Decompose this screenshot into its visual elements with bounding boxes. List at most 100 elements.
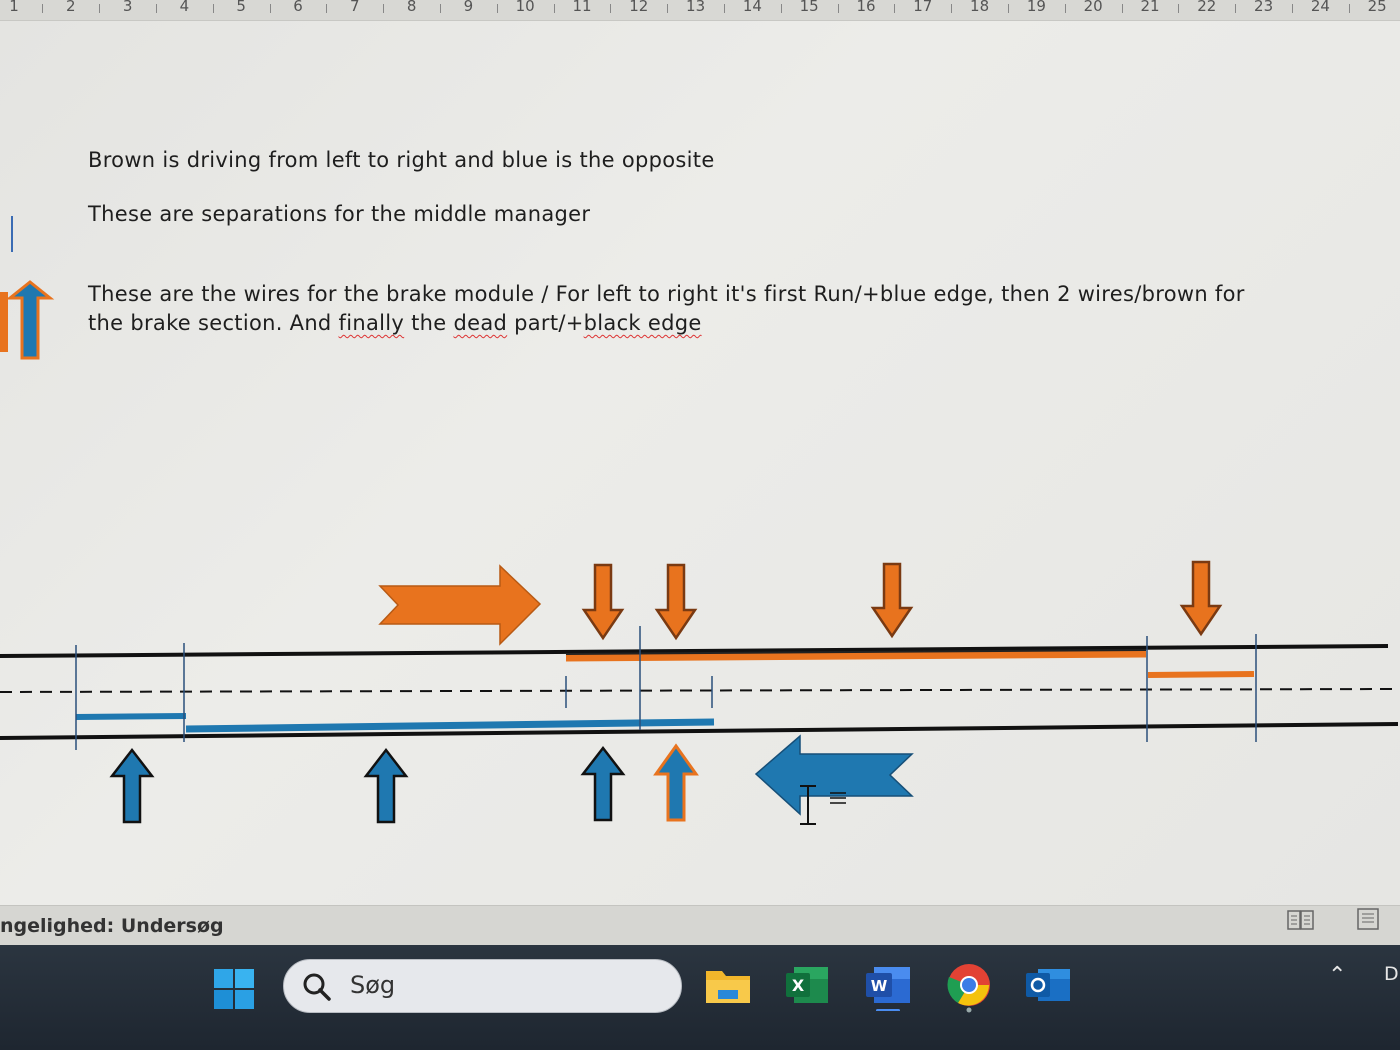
ruler-number: 4 xyxy=(179,0,190,15)
arrow-down-icon xyxy=(581,563,625,641)
ruler-number: 21 xyxy=(1140,0,1160,15)
svg-text:W: W xyxy=(871,977,888,995)
ruler-number: 14 xyxy=(742,0,762,15)
ruler-number: 15 xyxy=(799,0,819,15)
chrome-icon[interactable] xyxy=(946,963,992,1013)
word-icon[interactable]: W xyxy=(864,963,912,1011)
blue-direction-arrow-left-icon[interactable] xyxy=(754,734,914,816)
ruler-number: 17 xyxy=(913,0,933,15)
blue-wire-long xyxy=(185,718,715,733)
ruler-number: 22 xyxy=(1197,0,1217,15)
ruler-number: 7 xyxy=(350,0,360,15)
brown-wire-edge xyxy=(565,649,1147,655)
ruler-tick xyxy=(610,4,612,13)
ruler-tick xyxy=(951,4,953,13)
arrow-down-icon xyxy=(1179,560,1223,637)
ruler-number: 3 xyxy=(122,0,133,15)
ruler-tick xyxy=(212,4,214,13)
ruler-tick xyxy=(440,4,441,13)
excel-icon[interactable]: X xyxy=(784,963,830,1007)
ruler-number: 8 xyxy=(406,0,417,15)
ruler-tick xyxy=(1008,4,1009,13)
windows-start-icon[interactable] xyxy=(212,967,256,1011)
brown-direction-arrow-right-icon[interactable] xyxy=(378,564,542,646)
ruler-tick xyxy=(780,4,782,13)
ruler-number: 25 xyxy=(1367,0,1387,15)
blue-wire-short xyxy=(75,713,187,720)
ruler-tick xyxy=(42,4,44,13)
ruler-tick xyxy=(1235,4,1237,13)
chevron-up-icon[interactable]: ⌃ xyxy=(1328,963,1347,988)
ruler-number: 1 xyxy=(9,0,19,15)
blue-up-arrows xyxy=(109,745,626,824)
change-marker-bar xyxy=(11,216,13,252)
brown-down-arrows xyxy=(581,560,1223,641)
brown-wire-short xyxy=(1147,671,1255,678)
ruler-tick xyxy=(1121,4,1123,13)
text-cursor-icon xyxy=(800,785,846,825)
ruler-tick xyxy=(894,4,896,13)
spellcheck-word[interactable]: finally xyxy=(338,311,405,335)
ruler-tick xyxy=(383,4,385,13)
ruler-number: 11 xyxy=(572,0,592,15)
spellcheck-word[interactable]: dead xyxy=(453,311,508,335)
text-run: the brake section. And xyxy=(88,311,339,335)
print-layout-icon[interactable] xyxy=(1354,906,1384,932)
ruler-number: 19 xyxy=(1026,0,1046,15)
paragraph-wires-line2: the brake section. And finally the dead … xyxy=(88,309,702,338)
paragraph-direction: Brown is driving from left to right and … xyxy=(88,148,715,172)
arrow-up-icon xyxy=(363,747,409,824)
spellcheck-word[interactable]: black edge xyxy=(583,311,702,335)
center-dashed-line xyxy=(0,688,1399,693)
arrow-down-icon xyxy=(870,562,914,639)
arrow-down-icon xyxy=(654,563,698,641)
taskbar: Søg X W ⌃ D xyxy=(0,945,1400,1050)
arrow-up-icon xyxy=(109,747,155,824)
ruler-number: 23 xyxy=(1254,0,1274,15)
ruler-number: 9 xyxy=(463,0,474,15)
ruler-number: 10 xyxy=(515,0,535,15)
read-mode-icon[interactable] xyxy=(1286,908,1316,932)
text-run: the xyxy=(404,311,454,335)
arrow-up-icon xyxy=(580,745,626,822)
ruler-tick xyxy=(1292,4,1293,13)
status-bar: ngelighed: Undersøg xyxy=(0,905,1400,946)
ruler-number: 13 xyxy=(686,0,706,15)
bottom-rail xyxy=(0,722,1399,740)
ruler-tick xyxy=(837,4,839,13)
ruler-number: 6 xyxy=(293,0,303,15)
ruler-number: 5 xyxy=(236,0,246,15)
tray-clock-text[interactable]: D xyxy=(1384,963,1399,985)
track-diagram[interactable] xyxy=(0,21,1400,905)
document-page[interactable]: Brown is driving from left to right and … xyxy=(0,21,1400,905)
text-run: part/+ xyxy=(507,311,584,335)
ruler-number: 2 xyxy=(66,0,76,15)
ruler-tick xyxy=(269,4,271,13)
top-rail xyxy=(0,644,1389,658)
ruler-tick xyxy=(1348,4,1350,13)
ruler-tick xyxy=(724,4,725,13)
ruler-tick xyxy=(553,4,555,13)
ruler-number: 24 xyxy=(1310,0,1330,15)
ruler-tick xyxy=(496,4,498,13)
svg-text:X: X xyxy=(792,976,805,995)
ruler-number: 12 xyxy=(629,0,649,15)
ruler-tick xyxy=(667,4,669,13)
accessibility-status[interactable]: ngelighed: Undersøg xyxy=(0,915,224,937)
arrows-symbol-icon xyxy=(0,280,55,360)
ruler-tick xyxy=(99,4,101,13)
taskbar-search-box[interactable]: Søg xyxy=(283,959,682,1013)
ruler-tick xyxy=(1064,4,1066,13)
file-explorer-icon[interactable] xyxy=(704,963,752,1007)
outlook-icon[interactable] xyxy=(1024,963,1072,1007)
ruler-number: 16 xyxy=(856,0,876,15)
ruler-tick xyxy=(156,4,157,13)
ruler-tick xyxy=(1178,4,1180,13)
brown-wire-long xyxy=(565,650,1147,662)
ruler-tick xyxy=(326,4,328,13)
ruler-number: 20 xyxy=(1083,0,1103,15)
arrow-up-orange-outline-icon xyxy=(653,743,699,822)
ruler-number: 18 xyxy=(970,0,990,15)
paragraph-wires-line1: These are the wires for the brake module… xyxy=(88,282,1245,306)
